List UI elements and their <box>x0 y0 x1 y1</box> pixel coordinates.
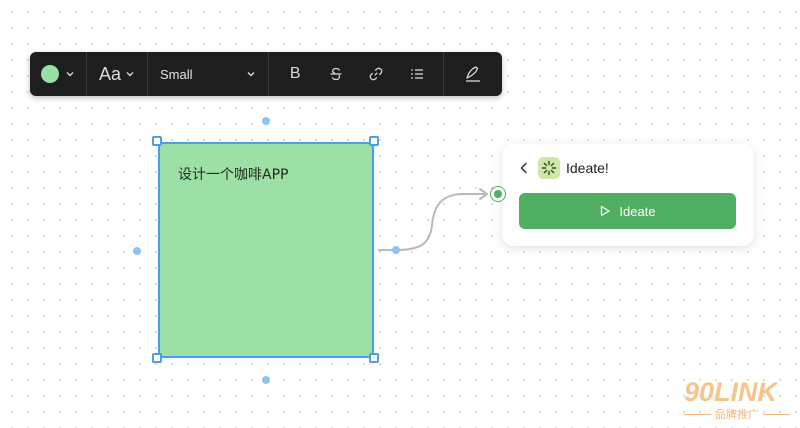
resize-handle-bottom-right[interactable] <box>369 353 379 363</box>
watermark-logo: 90LINK 品牌推广 <box>684 378 790 422</box>
resize-handle-bottom-left[interactable] <box>152 353 162 363</box>
ideate-button-label: Ideate <box>619 203 656 219</box>
ideate-run-button[interactable]: Ideate <box>519 193 736 229</box>
strikethrough-button[interactable] <box>322 60 350 88</box>
bold-button[interactable]: B <box>281 60 309 88</box>
chevron-down-icon <box>66 72 74 77</box>
play-icon <box>601 205 611 217</box>
bold-icon: B <box>289 65 301 82</box>
color-swatch <box>41 65 59 83</box>
toolbar-divider <box>268 52 269 96</box>
chevron-down-icon <box>126 72 134 77</box>
watermark-line <box>763 413 790 415</box>
ideate-card-title: Ideate! <box>566 160 609 176</box>
signature-button[interactable] <box>444 52 502 96</box>
font-label: Aa <box>98 63 122 84</box>
input-port[interactable] <box>491 187 505 201</box>
font-size-label: Small <box>160 66 193 82</box>
chevron-left-icon[interactable] <box>516 160 532 176</box>
watermark-line <box>684 413 711 415</box>
ideate-card: Ideate! Ideate <box>502 144 754 246</box>
sticky-note-text[interactable]: 设计一个咖啡APP <box>178 167 289 183</box>
formatting-toolbar: Aa Small B <box>30 52 502 96</box>
watermark-sub-text: 品牌推广 <box>715 409 759 421</box>
link-button[interactable] <box>362 60 390 88</box>
font-size-select[interactable]: Small <box>148 52 268 96</box>
toolbar-divider <box>86 52 87 96</box>
toolbar-divider <box>147 52 148 96</box>
color-picker-button[interactable] <box>30 52 86 96</box>
toolbar-divider <box>443 52 444 96</box>
resize-handle-top-left[interactable] <box>152 136 162 146</box>
ideate-logo-icon <box>538 157 560 179</box>
list-button[interactable] <box>403 60 431 88</box>
list-icon <box>410 69 423 79</box>
link-icon <box>369 67 383 81</box>
anchor-dot-left[interactable] <box>133 247 141 255</box>
anchor-dot-bottom[interactable] <box>262 376 270 384</box>
signature-icon <box>466 66 480 82</box>
chevron-down-icon <box>247 72 255 77</box>
text-format-group: B <box>269 52 443 96</box>
resize-handle-top-right[interactable] <box>369 136 379 146</box>
strikethrough-icon <box>330 67 342 81</box>
watermark-main-text: 90LINK <box>684 377 778 407</box>
anchor-dot-top[interactable] <box>262 117 270 125</box>
anchor-dot-right[interactable] <box>392 246 400 254</box>
watermark-sub: 品牌推广 <box>684 406 790 422</box>
sticky-note[interactable]: 设计一个咖啡APP <box>158 142 374 358</box>
font-picker-button[interactable]: Aa <box>87 52 147 96</box>
